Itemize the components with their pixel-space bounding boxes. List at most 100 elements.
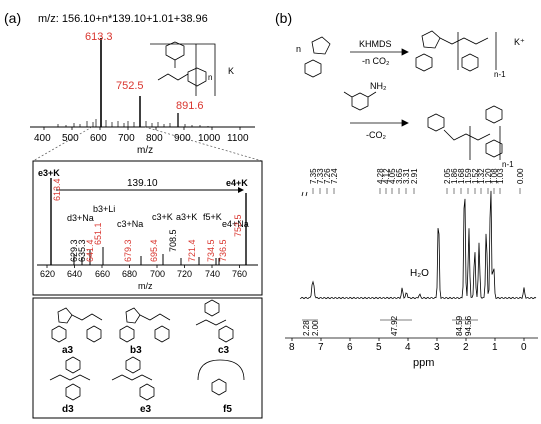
ms-top-noise: [57, 119, 209, 127]
nmr-tick-label: 0: [521, 342, 527, 353]
peak-label-752: 752.5: [116, 80, 144, 92]
nmr-shift-label: 0.00: [516, 168, 525, 184]
ms-zoom-tick-label: 720: [177, 269, 192, 279]
nmr-shift-label: 1.03: [496, 168, 505, 184]
cyclohexyl-ring: [485, 105, 503, 124]
struct-n: n: [208, 73, 212, 82]
peak-label-613: 613.3: [85, 31, 113, 43]
nmr-shift-label: 4.05: [388, 168, 397, 184]
ms-top-tick-label: 700: [118, 133, 135, 144]
ms-top-tick-label: 900: [174, 133, 191, 144]
reaction1-n: n: [296, 44, 301, 54]
solvent-peak-label: H₂O: [410, 268, 429, 279]
nmr-shift-label: 7.35: [309, 168, 318, 184]
peak-value: 635.3: [77, 239, 87, 262]
benzyl-ring: [427, 113, 445, 132]
ncA-ring: [421, 30, 441, 49]
peak-label-891: 891.6: [176, 100, 204, 112]
cyclohexyl-ring: [204, 299, 220, 317]
ion-label: b3+Li: [93, 204, 115, 214]
cyclohexyl-ring: [461, 53, 479, 72]
backbone: [139, 313, 171, 321]
peak-value: 734.5: [206, 239, 216, 262]
cyclohexyl-ring: [139, 383, 155, 401]
nmr-shift-label: 3.65: [395, 168, 404, 184]
byproduct-co2-2: -CO₂: [366, 130, 386, 140]
amine-group: NH₂: [370, 81, 387, 91]
reagent-khmds: KHMDS: [359, 39, 392, 49]
nmr-ticks: [291, 338, 525, 341]
backbone: [195, 319, 227, 326]
integral-value: 94.56: [464, 315, 473, 336]
nmr-tick-label: 1: [492, 342, 498, 353]
nmr-shift-label: 7.24: [330, 168, 339, 184]
nmr-shift-label: 7.33: [316, 168, 325, 184]
cyclohexyl-ring: [125, 356, 141, 374]
structure-label-e3: e3: [140, 404, 152, 415]
structure-label-b3: b3: [130, 345, 142, 356]
zoom-guide-left: [32, 126, 93, 162]
macrocycle-arc: [197, 359, 245, 381]
end-group-structures: [49, 299, 245, 401]
nmr-shift-label: 1.59: [464, 168, 473, 184]
ion-label: f5+K: [203, 212, 222, 222]
backbone: [49, 374, 91, 381]
ms-zoom-ticks: [46, 265, 240, 268]
ion-label: e4+Na: [222, 219, 249, 229]
mz-formula: m/z: 156.10+n*139.10+1.01+38.96: [38, 13, 208, 25]
cyclohexyl-ring: [187, 67, 207, 87]
ms-zoom-xlabel: m/z: [138, 281, 153, 291]
nmr-shift-label: 1.20: [484, 168, 493, 184]
nmr-tick-label: 6: [347, 342, 353, 353]
cyclohexyl-ring: [304, 59, 322, 78]
peak-value: 695.4: [149, 239, 159, 262]
ms-zoom-tick-label: 700: [150, 269, 165, 279]
bracket: [457, 32, 497, 70]
integral-value: 84.59: [455, 315, 464, 336]
integral-value: 47.92: [390, 315, 399, 336]
ncA-monomer-ring: [311, 36, 331, 55]
substituent-bond: [343, 91, 377, 98]
nmr-xlabel: ppm: [413, 357, 434, 369]
oxazolidinedione-ring: [57, 307, 73, 324]
cyclohexyl-ring: [165, 41, 185, 61]
ms-top-xlabel: m/z: [137, 145, 153, 156]
peak-value: 613.4: [52, 178, 62, 201]
nmr-shift-label: 1.52: [471, 168, 480, 184]
nmr-shift-label: 4.28: [376, 168, 385, 184]
integral-value: 2.28: [302, 320, 311, 336]
peak-value: 629.3: [69, 239, 79, 262]
nmr-tick-label: 5: [376, 342, 382, 353]
panel-a-label: (a): [4, 10, 21, 26]
backbone: [111, 374, 153, 381]
backbone: [71, 313, 103, 321]
cyclohexyl-ring: [65, 356, 81, 374]
peak-value: 641.4: [85, 239, 95, 262]
ion-e3: e3+K: [38, 168, 60, 178]
backbone: [439, 37, 489, 45]
ms-top-tick-label: 400: [34, 133, 51, 144]
nmr-shift-label: 4.12: [382, 168, 391, 184]
nmr-tick-label: 4: [405, 342, 411, 353]
ms-top-spectrum: 400 500 600 700 800 900 1000 1100 m/z 61…: [30, 31, 255, 156]
cyclohexyl-ring: [211, 378, 227, 396]
peak-value: 752.5: [233, 214, 243, 237]
cyclohexyl-ring: [119, 325, 135, 343]
bracket: [469, 126, 501, 160]
peak-value: 736.5: [218, 239, 228, 262]
nmr-tick-label: 2: [463, 342, 469, 353]
oxazolidinedione-ring: [125, 307, 141, 324]
reaction-scheme-2: [343, 91, 503, 160]
structure-label-d3: d3: [62, 404, 74, 415]
bracket: [150, 43, 216, 96]
cyclohexyl-ring: [218, 325, 234, 343]
ms-zoom-tick-label: 680: [122, 269, 137, 279]
ms-top-tick-label: 1000: [198, 133, 221, 144]
ms-zoom-frame: [32, 160, 263, 296]
byproduct-co2: -n CO₂: [362, 56, 390, 66]
nmr-shift-label: 1.08: [490, 168, 499, 184]
ion-e4: e4+K: [226, 178, 248, 188]
structure-label-a3: a3: [62, 345, 74, 356]
